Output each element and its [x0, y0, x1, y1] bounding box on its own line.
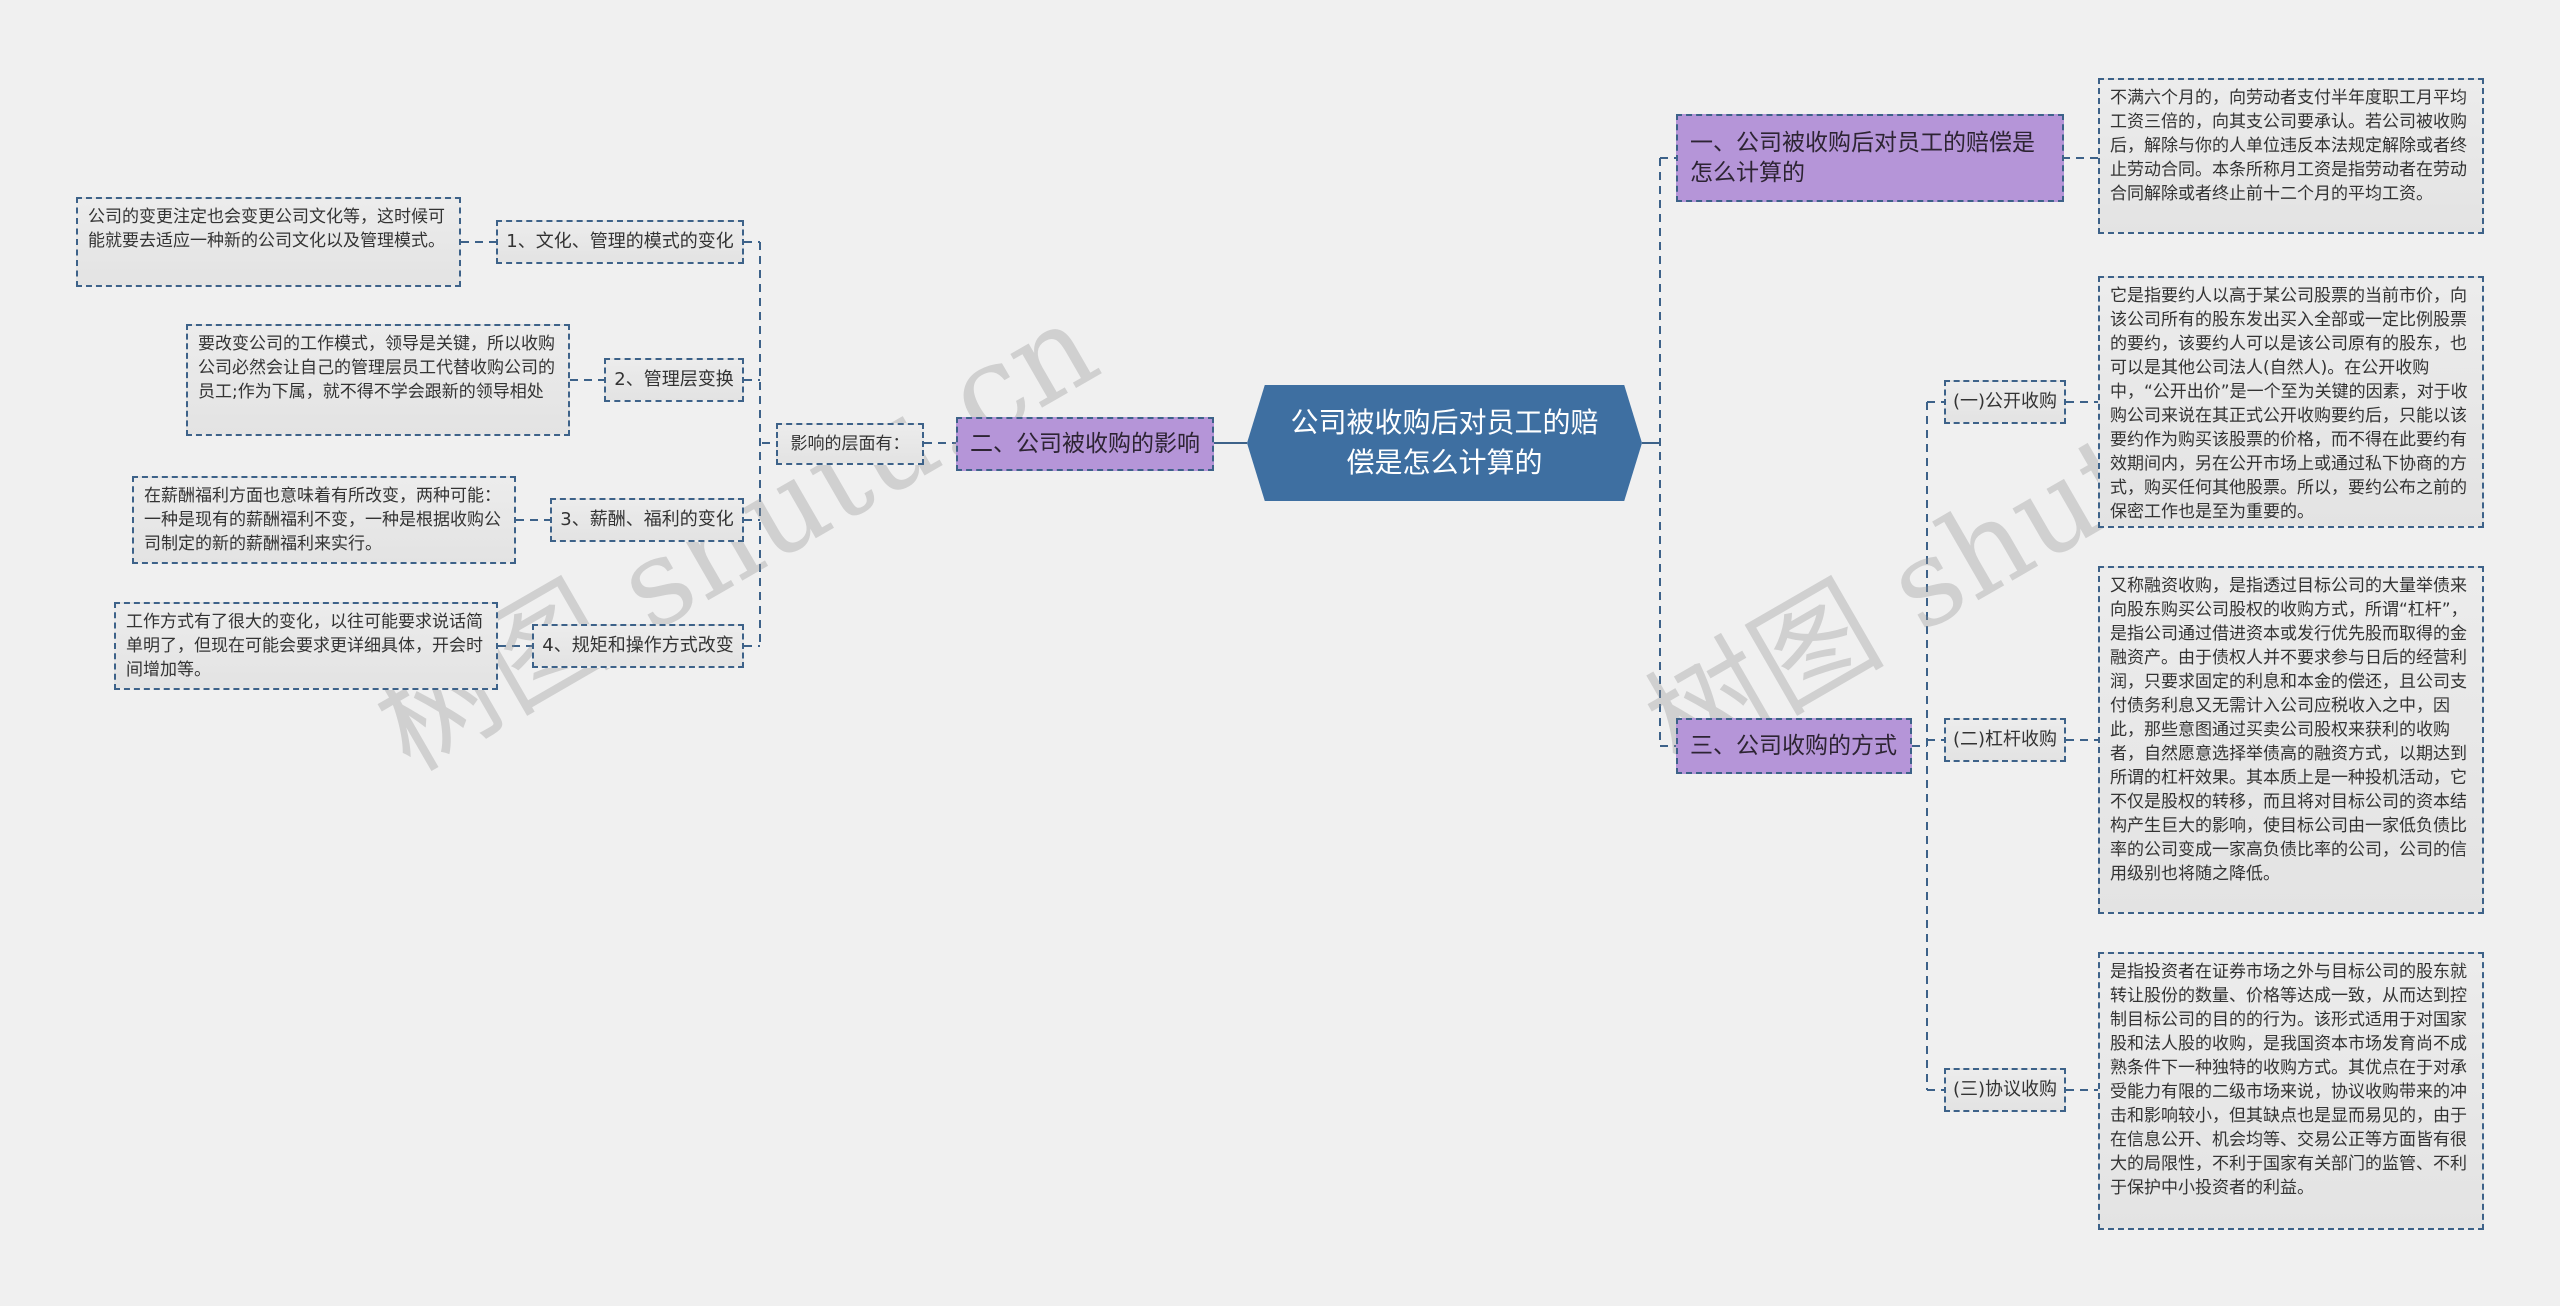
impact-management-change[interactable]: 2、管理层变换	[604, 358, 744, 402]
branch-acquisition-methods[interactable]: 三、公司收购的方式	[1676, 718, 1912, 774]
detail-compensation-benefits: 在薪酬福利方面也意味着有所改变，两种可能：一种是现有的薪酬福利不变，一种是根据收…	[132, 476, 516, 564]
method-leveraged-acquisition[interactable]: (二)杠杆收购	[1944, 718, 2066, 762]
detail-culture-management: 公司的变更注定也会变更公司文化等，这时候可能就要去适应一种新的公司文化以及管理模…	[76, 197, 461, 287]
detail-rules-operations: 工作方式有了很大的变化，以往可能要求说话简单明了，但现在可能会要求更详细具体，开…	[114, 602, 498, 690]
root-topic[interactable]: 公司被收购后对员工的赔偿是怎么计算的	[1247, 385, 1642, 501]
branch-compensation-calculation[interactable]: 一、公司被收购后对员工的赔偿是怎么计算的	[1676, 114, 2064, 202]
detail-compensation-calculation: 不满六个月的，向劳动者支付半年度职工月平均工资三倍的，向其支公司要承认。若公司被…	[2098, 78, 2484, 234]
detail-leveraged-acquisition: 又称融资收购，是指透过目标公司的大量举债来向股东购买公司股权的收购方式，所谓“杠…	[2098, 566, 2484, 914]
impact-rules-operations[interactable]: 4、规矩和操作方式改变	[532, 624, 744, 668]
branch-acquisition-impact[interactable]: 二、公司被收购的影响	[956, 417, 1214, 471]
detail-public-acquisition: 它是指要约人以高于某公司股票的当前市价，向该公司所有的股东发出买入全部或一定比例…	[2098, 276, 2484, 528]
impact-compensation-benefits[interactable]: 3、薪酬、福利的变化	[550, 498, 744, 542]
method-agreement-acquisition[interactable]: (三)协议收购	[1944, 1068, 2066, 1112]
detail-management-change: 要改变公司的工作模式，领导是关键，所以收购公司必然会让自己的管理层员工代替收购公…	[186, 324, 570, 436]
detail-agreement-acquisition: 是指投资者在证券市场之外与目标公司的股东就转让股份的数量、价格等达成一致，从而达…	[2098, 952, 2484, 1230]
impact-culture-management[interactable]: 1、文化、管理的模式的变化	[496, 220, 744, 264]
root-title: 公司被收购后对员工的赔偿是怎么计算的	[1290, 406, 1599, 479]
method-public-acquisition[interactable]: (一)公开收购	[1944, 380, 2066, 424]
impact-levels-label[interactable]: 影响的层面有：	[776, 423, 924, 465]
